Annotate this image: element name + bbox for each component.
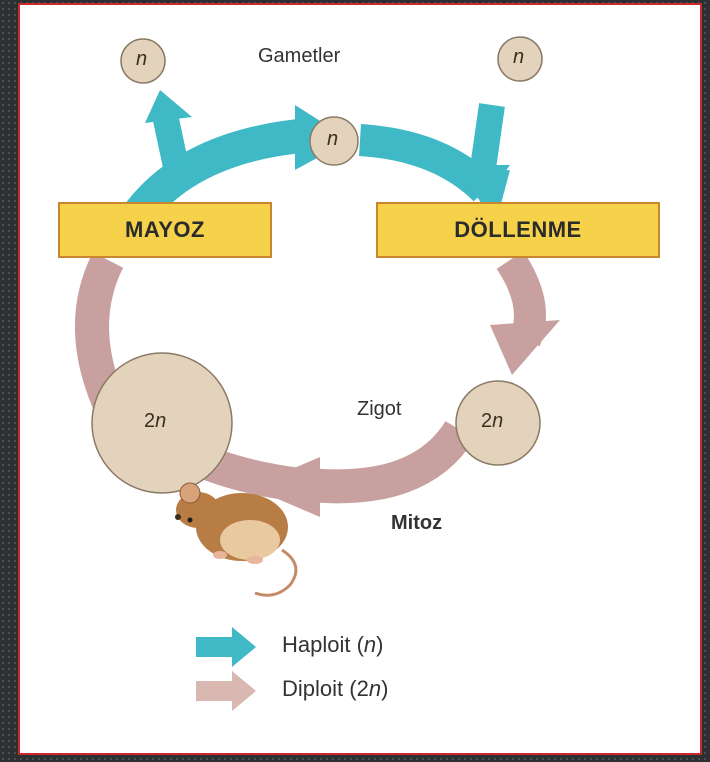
adult-ploidy: 2n [144, 410, 166, 433]
meiosis-box: MAYOZ [58, 202, 272, 258]
haploid-arrowhead-up-left [145, 90, 192, 123]
legend-haploid-text: Haploit (n) [282, 632, 384, 658]
fertilization-box: DÖLLENME [376, 202, 660, 258]
mouse-illustration [175, 483, 296, 595]
gametes-label: Gametler [258, 45, 340, 68]
zygote-label: Zigot [357, 398, 401, 421]
gamete-ploidy-middle: n [327, 128, 338, 151]
meiosis-label: MAYOZ [125, 217, 205, 243]
diagram-card: n n n Gametler MAYOZ DÖLLENME 2n 2n Zigo… [18, 3, 702, 755]
legend-haploid-arrow [196, 627, 256, 667]
haploid-arrow-up-left [165, 115, 180, 185]
diploid-arrow-bottom [310, 430, 460, 486]
haploid-arrow-down-right [482, 105, 492, 175]
fertilization-label: DÖLLENME [454, 217, 581, 243]
gamete-ploidy-left: n [136, 48, 147, 71]
diploid-arrowhead-right [490, 320, 560, 375]
zygote-ploidy: 2n [481, 410, 503, 433]
mitosis-label: Mitoz [391, 512, 442, 535]
gamete-ploidy-right: n [513, 46, 524, 69]
legend-diploid-text: Diploit (2n) [282, 676, 388, 702]
legend-diploid-arrow [196, 671, 256, 711]
